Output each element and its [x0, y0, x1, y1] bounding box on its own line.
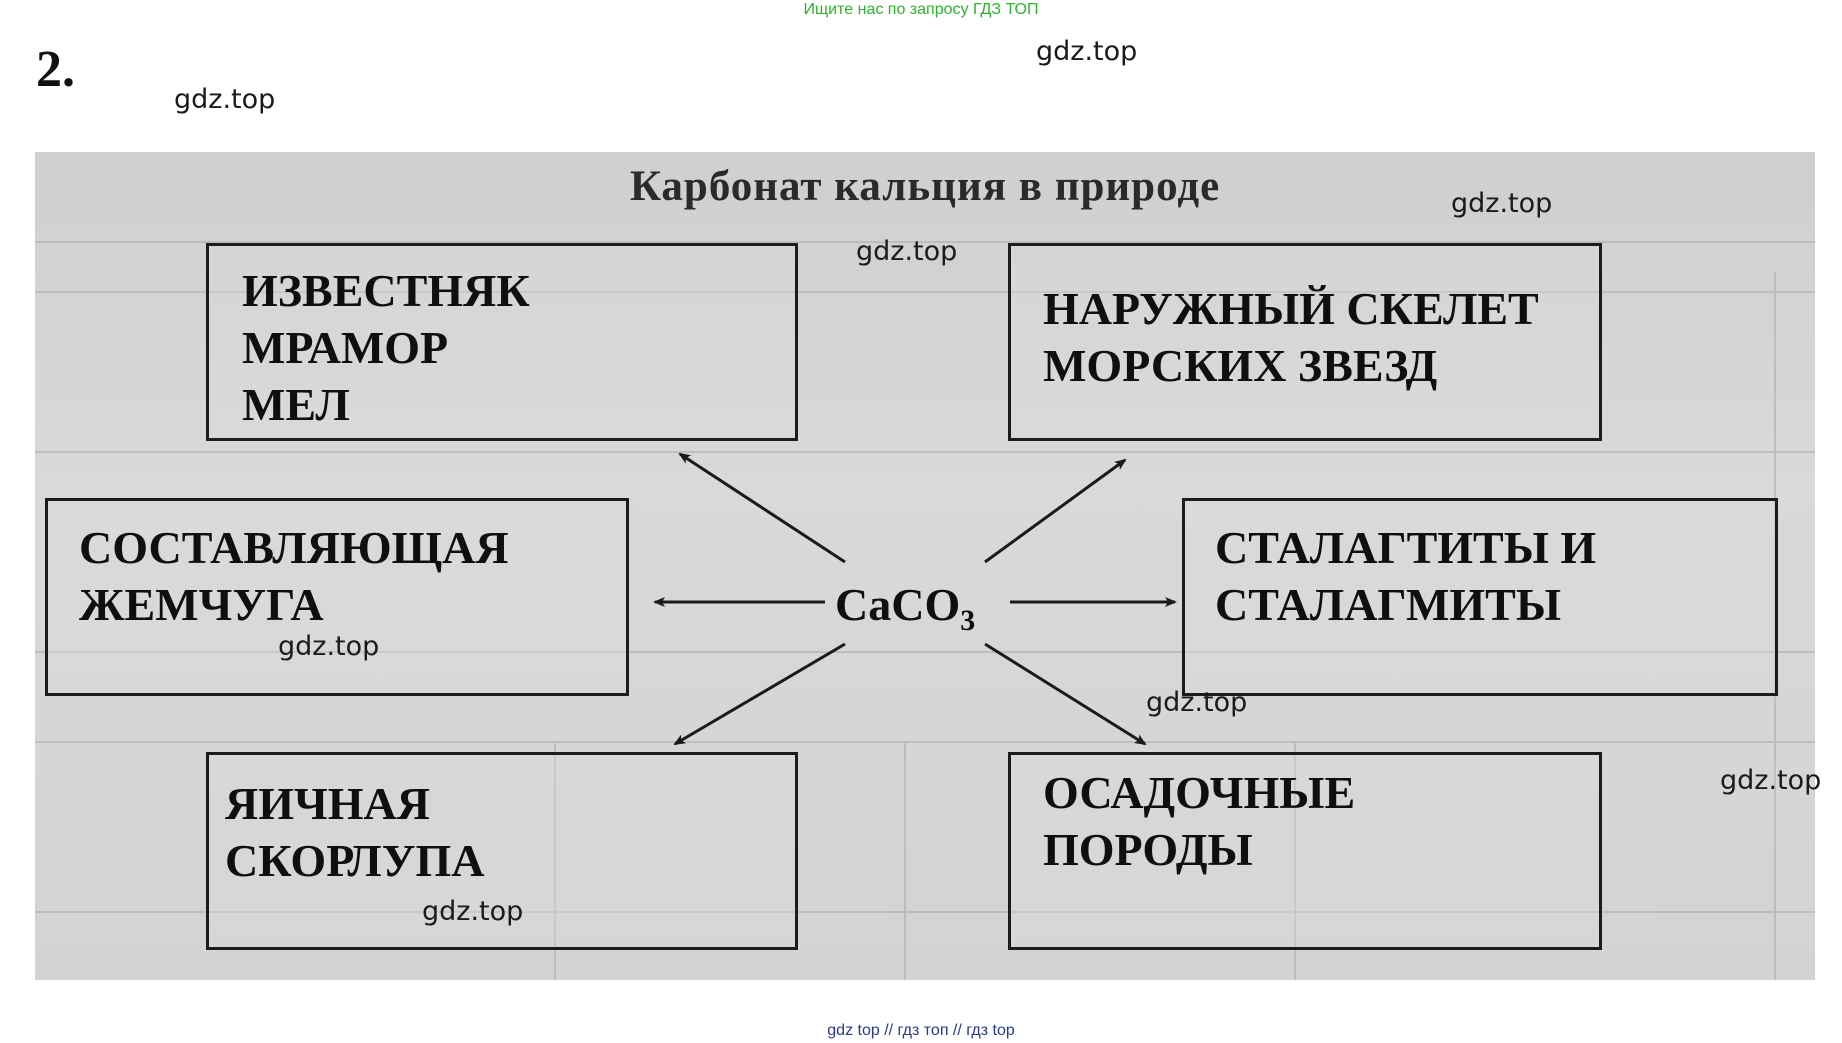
arrow-to-bottom-left [673, 642, 846, 746]
watermark: gdz.top [1146, 687, 1248, 718]
box-line: ИЗВЕСТНЯК [242, 265, 530, 316]
box-text-pearl: СОСТАВЛЯЮЩАЯ ЖЕМЧУГА [79, 519, 509, 633]
watermark: gdz.top [278, 631, 380, 662]
top-banner[interactable]: Ищите нас по запросу ГДЗ ТОП [803, 1, 1039, 18]
formula-subscript: 3 [960, 604, 976, 638]
scanned-figure: Карбонат кальция в природе ИЗВЕСТНЯК МРА… [35, 152, 1815, 980]
watermark: gdz.top [422, 896, 524, 927]
watermark: gdz.top [856, 236, 958, 267]
arrows-layer [653, 452, 1177, 746]
arrow-to-bottom-right [984, 642, 1147, 746]
box-starfish-skeleton [1008, 243, 1602, 441]
box-eggshell [206, 752, 798, 950]
box-text-stalactites: СТАЛАГТИТЫ И СТАЛАГМИТЫ [1215, 519, 1596, 633]
box-line: МРАМОР [242, 322, 449, 373]
box-line: СТАЛАГМИТЫ [1215, 579, 1562, 630]
box-text-eggshell: ЯИЧНАЯ СКОРЛУПА [225, 775, 484, 889]
box-stalactites-stalagmites [1182, 498, 1778, 696]
box-limestone-marble-chalk [206, 243, 798, 441]
box-line: МОРСКИХ ЗВЕЗД [1043, 340, 1438, 391]
box-sedimentary-rocks [1008, 752, 1602, 950]
box-text-starfish: НАРУЖНЫЙ СКЕЛЕТ МОРСКИХ ЗВЕЗД [1043, 280, 1539, 394]
watermark: gdz.top [174, 84, 276, 115]
center-formula-caco3: CaCO3 [835, 578, 975, 638]
box-line: СКОРЛУПА [225, 835, 485, 886]
footer-links[interactable]: gdz top // гдз топ // гдз top [827, 1022, 1015, 1039]
task-number: 2. [36, 41, 75, 98]
watermark: gdz.top [1451, 188, 1553, 219]
diagram-title: Карбонат кальция в природе [629, 163, 1221, 210]
box-line: МЕЛ [242, 379, 350, 430]
box-text-minerals: ИЗВЕСТНЯК МРАМОР МЕЛ [242, 262, 530, 433]
scan-background-texture [35, 241, 1815, 980]
watermark: gdz.top [1720, 765, 1822, 796]
box-text-sedimentary: ОСАДОЧНЫЕ ПОРОДЫ [1043, 764, 1355, 878]
box-line: ЖЕМЧУГА [79, 579, 324, 630]
box-line: ЯИЧНАЯ [225, 778, 430, 829]
box-line: ОСАДОЧНЫЕ [1043, 767, 1356, 818]
box-line: ПОРОДЫ [1043, 824, 1253, 875]
arrow-to-top-right [984, 458, 1127, 564]
watermark: gdz.top [1036, 36, 1138, 67]
box-line: СОСТАВЛЯЮЩАЯ [79, 522, 509, 573]
box-pearl-component [45, 498, 629, 696]
arrow-to-top-left [678, 452, 846, 564]
formula-base: CaCO [835, 579, 961, 630]
box-line: НАРУЖНЫЙ СКЕЛЕТ [1043, 283, 1539, 334]
box-line: СТАЛАГТИТЫ И [1215, 522, 1597, 573]
